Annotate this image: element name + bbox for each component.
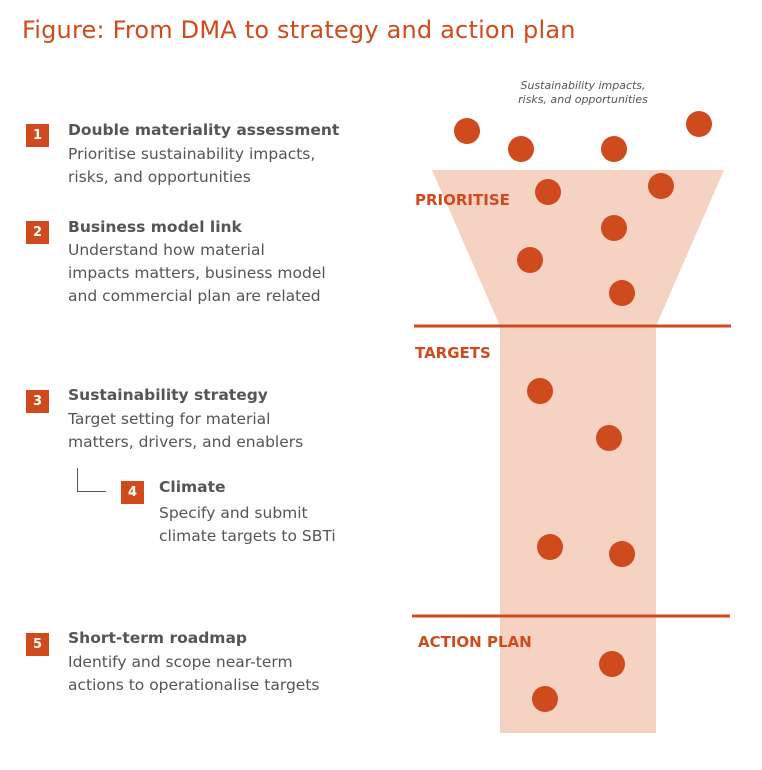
step-2-badge: 2 — [26, 221, 49, 244]
item-dot — [508, 136, 534, 162]
item-dot — [648, 173, 674, 199]
step-1-description: Prioritise sustainability impacts, risks… — [68, 145, 316, 186]
step-5-badge: 5 — [26, 633, 49, 656]
item-dot — [596, 425, 622, 451]
stage-label-prioritise: PRIORITISE — [415, 191, 510, 209]
step-connector-horizontal — [77, 491, 106, 492]
stage-label-targets: TARGETS — [415, 344, 491, 362]
step-2-title: Business model link — [68, 218, 242, 236]
funnel-caption-line-1: Sustainability impacts, — [520, 79, 645, 92]
item-dot — [686, 111, 712, 137]
figure-title: Figure: From DMA to strategy and action … — [22, 16, 576, 44]
item-dot — [535, 179, 561, 205]
item-dot — [517, 247, 543, 273]
step-3-description: Target setting for material matters, dri… — [68, 410, 304, 451]
step-5-description: Identify and scope near-term actions to … — [68, 653, 320, 694]
step-4-title: Climate — [159, 478, 226, 496]
step-connector-vertical — [77, 468, 78, 492]
step-4-description: Specify and submit climate targets to SB… — [159, 504, 336, 545]
item-dot — [537, 534, 563, 560]
item-dot — [532, 686, 558, 712]
item-dot — [601, 136, 627, 162]
item-dot — [527, 378, 553, 404]
funnel-shape — [432, 170, 724, 733]
step-4-badge: 4 — [121, 481, 144, 504]
funnel-caption-line-2: risks, and opportunities — [518, 93, 648, 106]
item-dot — [609, 280, 635, 306]
step-3-badge: 3 — [26, 390, 49, 413]
step-2-description: Understand how material impacts matters,… — [68, 241, 326, 305]
step-5-title: Short-term roadmap — [68, 629, 247, 647]
step-3-title: Sustainability strategy — [68, 386, 268, 404]
step-1-badge: 1 — [26, 124, 49, 147]
step-1-title: Double materiality assessment — [68, 121, 340, 139]
item-dot — [599, 651, 625, 677]
stage-label-action-plan: ACTION PLAN — [418, 633, 532, 651]
item-dot — [454, 118, 480, 144]
item-dot — [609, 541, 635, 567]
item-dot — [601, 215, 627, 241]
